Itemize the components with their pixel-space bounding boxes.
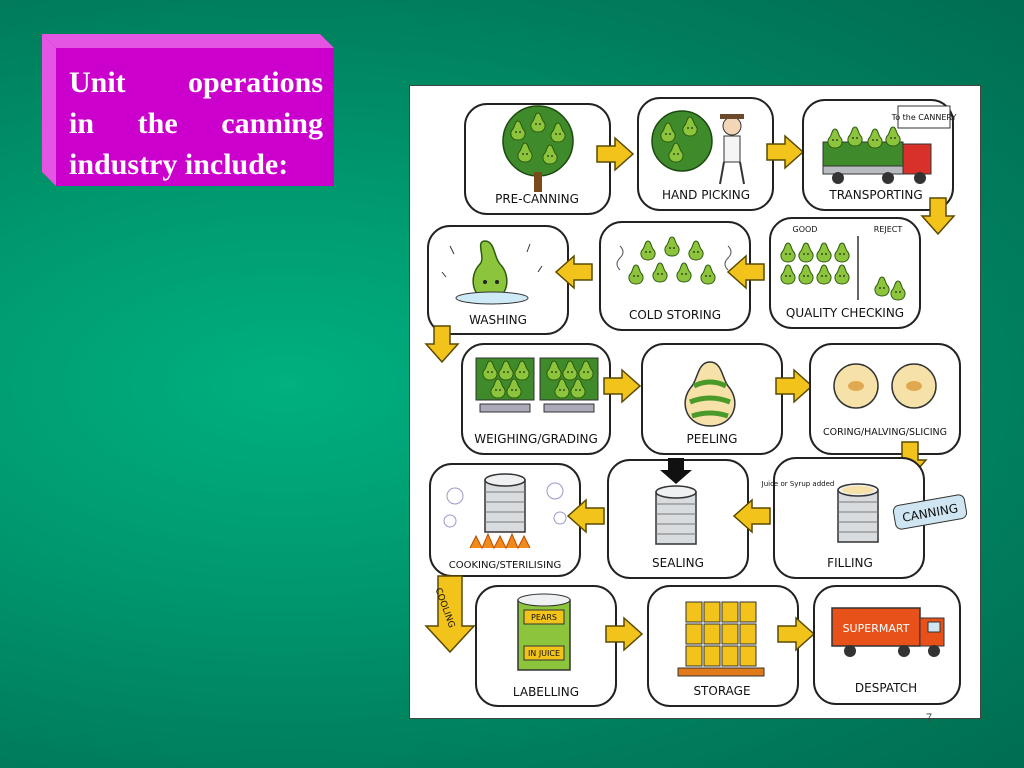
step-label: SEALING	[652, 556, 704, 570]
step-despatch: SUPERMART DESPATCH	[813, 585, 961, 705]
title-line-3: industry include:	[69, 148, 289, 181]
canning-tag: CANNING	[892, 494, 968, 530]
step-transporting: To the CANNERY TRANSPORTING	[802, 99, 957, 211]
title-box-shape	[42, 34, 334, 186]
step-filling: Juice or Syrup added FILLING	[761, 457, 925, 579]
filling-note: Juice or Syrup added	[761, 480, 835, 488]
step-label: TRANSPORTING	[828, 188, 922, 202]
truck-text: SUPERMART	[843, 622, 910, 635]
step-label: COOKING/STERILISING	[449, 560, 562, 571]
step-washing: WASHING	[427, 225, 569, 335]
step-label: STORAGE	[693, 684, 750, 698]
step-pre-canning: PRE-CANNING	[464, 103, 611, 215]
step-label: COLD STORING	[629, 308, 721, 322]
step-label: LABELLING	[513, 685, 579, 699]
reject-label: REJECT	[874, 225, 903, 234]
step-label: WEIGHING/GRADING	[474, 432, 598, 446]
slide-number: 7	[926, 712, 933, 724]
step-label: HAND PICKING	[662, 188, 750, 202]
slide-title: Unit operations in the canning industry …	[69, 62, 323, 185]
transport-sign: To the CANNERY	[891, 113, 957, 122]
title-line-2: in the canning	[69, 107, 323, 140]
step-label: QUALITY CHECKING	[786, 306, 904, 320]
step-label: CORING/HALVING/SLICING	[823, 427, 947, 438]
title-box: Unit operations in the canning industry …	[42, 34, 334, 186]
step-sealing: SEALING	[607, 458, 749, 579]
cooling-arrow: COOLING	[424, 575, 476, 654]
step-storage: STORAGE	[647, 585, 799, 707]
step-quality-checking: GOOD REJECT QUALITY CHECKING	[769, 217, 921, 329]
title-line-1: Unit operations	[69, 66, 323, 99]
step-label: PEELING	[687, 432, 738, 446]
process-diagram-svg: PRE-CANNING HAND PICKING To the CANNERY …	[424, 97, 968, 707]
good-label: GOOD	[793, 225, 818, 234]
step-hand-picking: HAND PICKING	[637, 97, 774, 211]
step-labelling: PEARS IN JUICE LABELLING	[475, 585, 617, 707]
step-cooking-sterilising: COOKING/STERILISING	[429, 463, 581, 577]
step-label: FILLING	[827, 556, 873, 570]
step-weighing-grading: WEIGHING/GRADING	[461, 343, 611, 455]
can-label-in-juice: IN JUICE	[528, 649, 560, 658]
step-coring-halving-slicing: CORING/HALVING/SLICING	[809, 343, 961, 455]
step-label: WASHING	[469, 313, 527, 327]
step-cold-storing: COLD STORING	[599, 221, 751, 331]
step-label: DESPATCH	[855, 681, 917, 695]
canning-process-diagram: PRE-CANNING HAND PICKING To the CANNERY …	[409, 85, 981, 719]
can-label-pears: PEARS	[531, 613, 557, 622]
step-peeling: PEELING	[641, 343, 783, 455]
step-label: PRE-CANNING	[495, 192, 579, 206]
